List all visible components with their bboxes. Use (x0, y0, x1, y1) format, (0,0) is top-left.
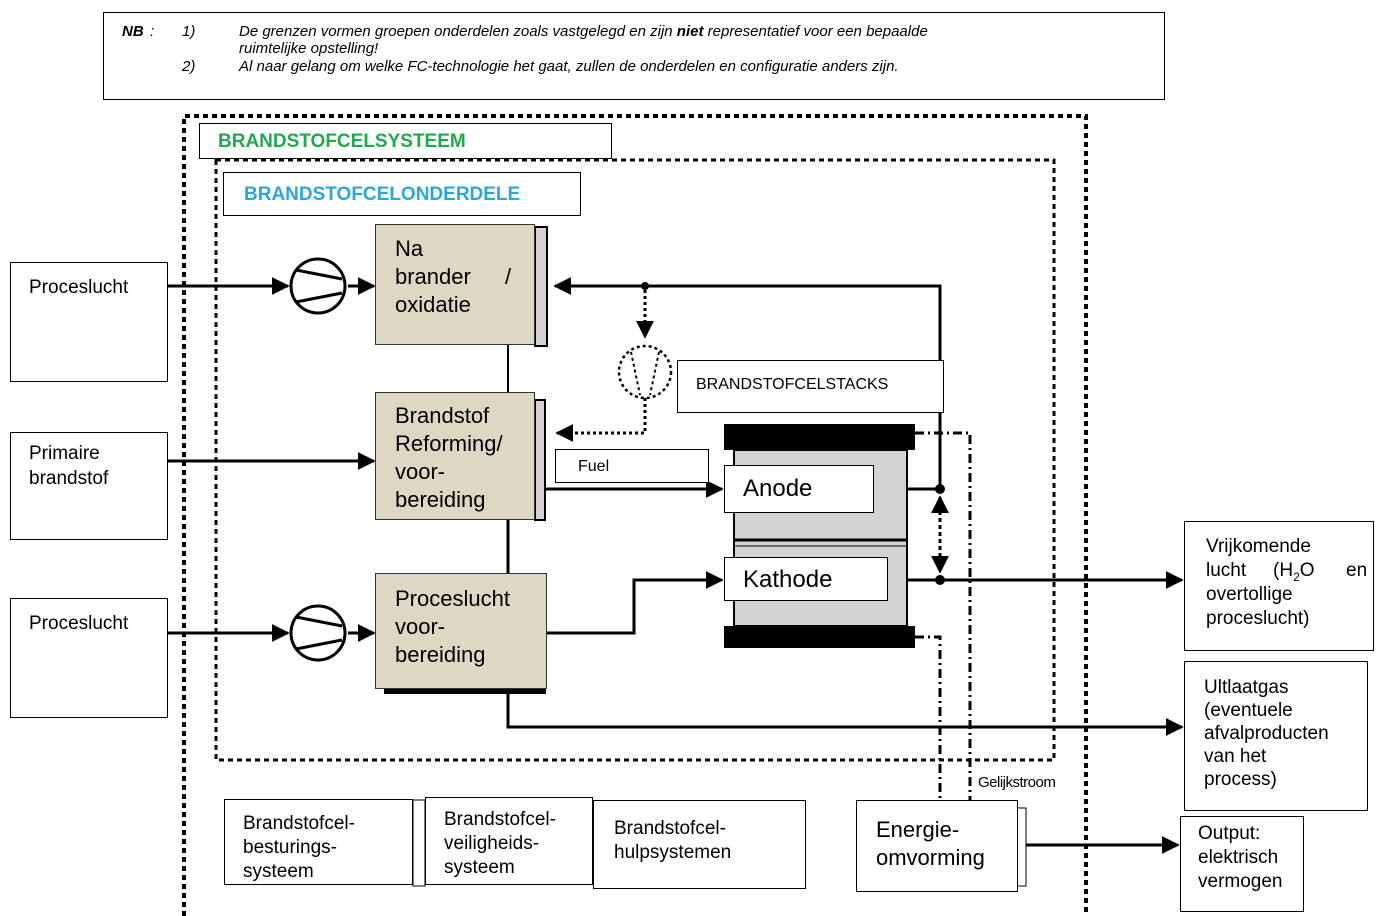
output-power-line1: Output: (1198, 823, 1261, 844)
compressor-2-icon (289, 604, 347, 662)
note-item1-line2: ruimtelijke opstelling! (239, 40, 379, 57)
block-nabrander: Na brander / oxidatie (375, 224, 535, 345)
output-lucht-line3: overtollige (1206, 584, 1293, 605)
besturing-line2: besturings- (243, 837, 337, 858)
system-boundary (182, 114, 1088, 916)
parts-header-box: BRANDSTOFCELONDERDELE (223, 172, 581, 216)
nabrander-line1: Na (395, 236, 424, 261)
hulp-line1: Brandstofcel- (614, 818, 726, 839)
note-item1-text: De grenzen vormen groepen onderdelen zoa… (239, 23, 928, 40)
system-header-box: BRANDSTOFCELSYSTEEM (199, 123, 612, 159)
veilig-line1: Brandstofcel- (444, 809, 556, 830)
compressor-1-icon (289, 257, 347, 315)
output-lucht-line4: proceslucht) (1206, 608, 1310, 629)
stack-bottom-plate (724, 626, 915, 648)
besturing-line1: Brandstofcel- (243, 813, 355, 834)
reforming-line3: voor- (395, 459, 446, 484)
output-gas-line1: Ultlaatgas (1204, 677, 1289, 698)
output-lucht-line2-a: lucht (1206, 560, 1247, 581)
output-gas-line4: van het (1204, 746, 1267, 767)
block-air-preparation: Proceslucht voor- bereiding (375, 573, 547, 689)
veilig-line2: veiligheids- (444, 833, 540, 854)
reforming-line4: bereiding (395, 487, 486, 512)
besturing-line3: systeem (243, 861, 314, 882)
input-primaire-line1: Primaire (29, 443, 100, 464)
reforming-line2: Reforming/ (395, 431, 503, 456)
nabrander-slash: / (505, 264, 512, 289)
dc-label: Gelijkstroom (978, 774, 1056, 791)
exhaust-out-line (506, 690, 1184, 736)
safety-system-box: Brandstofcel- veiligheids- systeem (425, 797, 593, 885)
output-gas-box: Ultlaatgas (eventuele afvalproducten van… (1184, 661, 1368, 811)
note-item1-number: 1) (182, 23, 196, 40)
output-lucht-box: Vrijkomende lucht (H2O en overtollige pr… (1184, 521, 1374, 651)
kathode-box: Kathode (724, 557, 888, 601)
veilig-line3: systeem (444, 857, 515, 878)
hulp-line2: hulpsystemen (614, 842, 732, 863)
output-power-box: Output: elektrisch vermogen (1180, 816, 1304, 912)
stacks-header: BRANDSTOFCELSTACKS (696, 376, 889, 393)
anode-label: Anode (743, 475, 813, 502)
output-power-line2: elektrisch (1198, 847, 1279, 868)
output-lucht-line2-b: (H2O (1273, 560, 1315, 584)
prepair-line3: bereiding (395, 642, 486, 667)
reforming-line1: Brandstof (395, 403, 490, 428)
note-item2-text: Al naar gelang om welke FC-technologie h… (239, 58, 899, 75)
anode-box: Anode (724, 465, 874, 513)
dc-line-top (915, 431, 972, 800)
output-gas-line5: process) (1204, 769, 1277, 790)
parts-header: BRANDSTOFCELONDERDELE (244, 184, 521, 205)
input-proceslucht-2-label: Proceslucht (29, 613, 129, 634)
nabrander-line3: oxidatie (395, 292, 471, 317)
air-to-kathode (545, 571, 724, 635)
fuel-label-box: Fuel (555, 449, 709, 483)
input-proceslucht-1: Proceslucht (10, 262, 168, 382)
input-proceslucht-1-label: Proceslucht (29, 277, 129, 298)
output-gas-line2: (eventuele (1204, 700, 1293, 721)
optional-blower-icon (617, 344, 673, 400)
auxiliary-system-box: Brandstofcel- hulpsystemen (593, 800, 806, 889)
prepair-line1: Proceslucht (395, 586, 510, 611)
note-colon: : (150, 23, 155, 40)
stacks-header-box: BRANDSTOFCELSTACKS (677, 360, 944, 413)
output-power-line3: vermogen (1198, 871, 1283, 892)
system-header: BRANDSTOFCELSYSTEEM (218, 131, 466, 152)
energie-line1: Energie- (876, 817, 960, 842)
note-item2-number: 2) (182, 58, 196, 75)
block-energy-conversion: Energie- omvorming (856, 800, 1018, 892)
stack-top-plate (724, 424, 915, 450)
dc-line-bottom (915, 635, 942, 800)
output-lucht-line2-c: en (1346, 560, 1368, 581)
fuel-label: Fuel (578, 458, 610, 475)
prepair-line2: voor- (395, 614, 446, 639)
energie-line2: omvorming (876, 845, 985, 870)
kathode-label: Kathode (743, 566, 833, 593)
output-lucht-line1: Vrijkomende (1206, 536, 1311, 557)
input-primaire-brandstof: Primaire brandstof (10, 432, 168, 540)
note-prefix: NB (122, 23, 144, 40)
control-system-box: Brandstofcel- besturings- systeem (224, 799, 413, 885)
input-proceslucht-2: Proceslucht (10, 598, 168, 718)
output-gas-line3: afvalproducten (1204, 723, 1329, 744)
input-primaire-line2: brandstof (29, 468, 109, 489)
block-reforming: Brandstof Reforming/ voor- bereiding (375, 392, 535, 520)
nabrander-line2: brander (395, 264, 471, 289)
note-box: NB : 1) De grenzen vormen groepen onderd… (103, 12, 1165, 100)
